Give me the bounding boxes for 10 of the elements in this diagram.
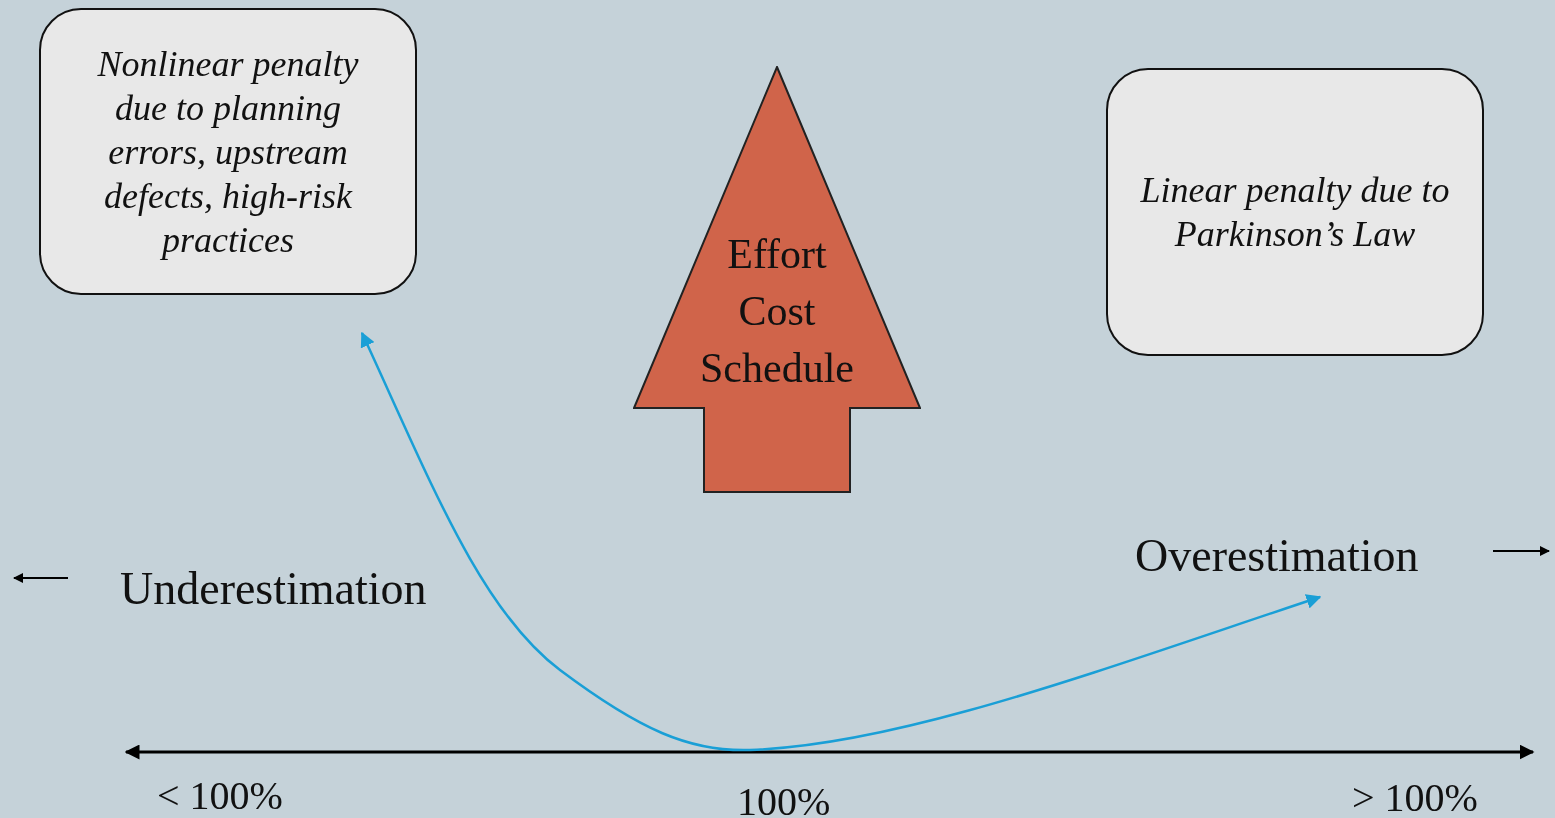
tick-label: 100% <box>737 782 831 818</box>
note-box <box>1106 68 1484 356</box>
axis-label: Underestimation <box>120 566 427 612</box>
tick-label: < 100% <box>157 776 283 816</box>
tick-label: > 100% <box>1352 778 1478 818</box>
note-text: Nonlinear penalty due to planning errors, upstream defects, high-risk practices <box>96 42 360 262</box>
note-box <box>39 8 417 295</box>
arrow-text: Effort Cost Schedule <box>699 230 855 393</box>
axis-label: Overestimation <box>1135 533 1419 579</box>
note-text: Linear penalty due to Parkinson’s Law <box>1139 169 1451 256</box>
